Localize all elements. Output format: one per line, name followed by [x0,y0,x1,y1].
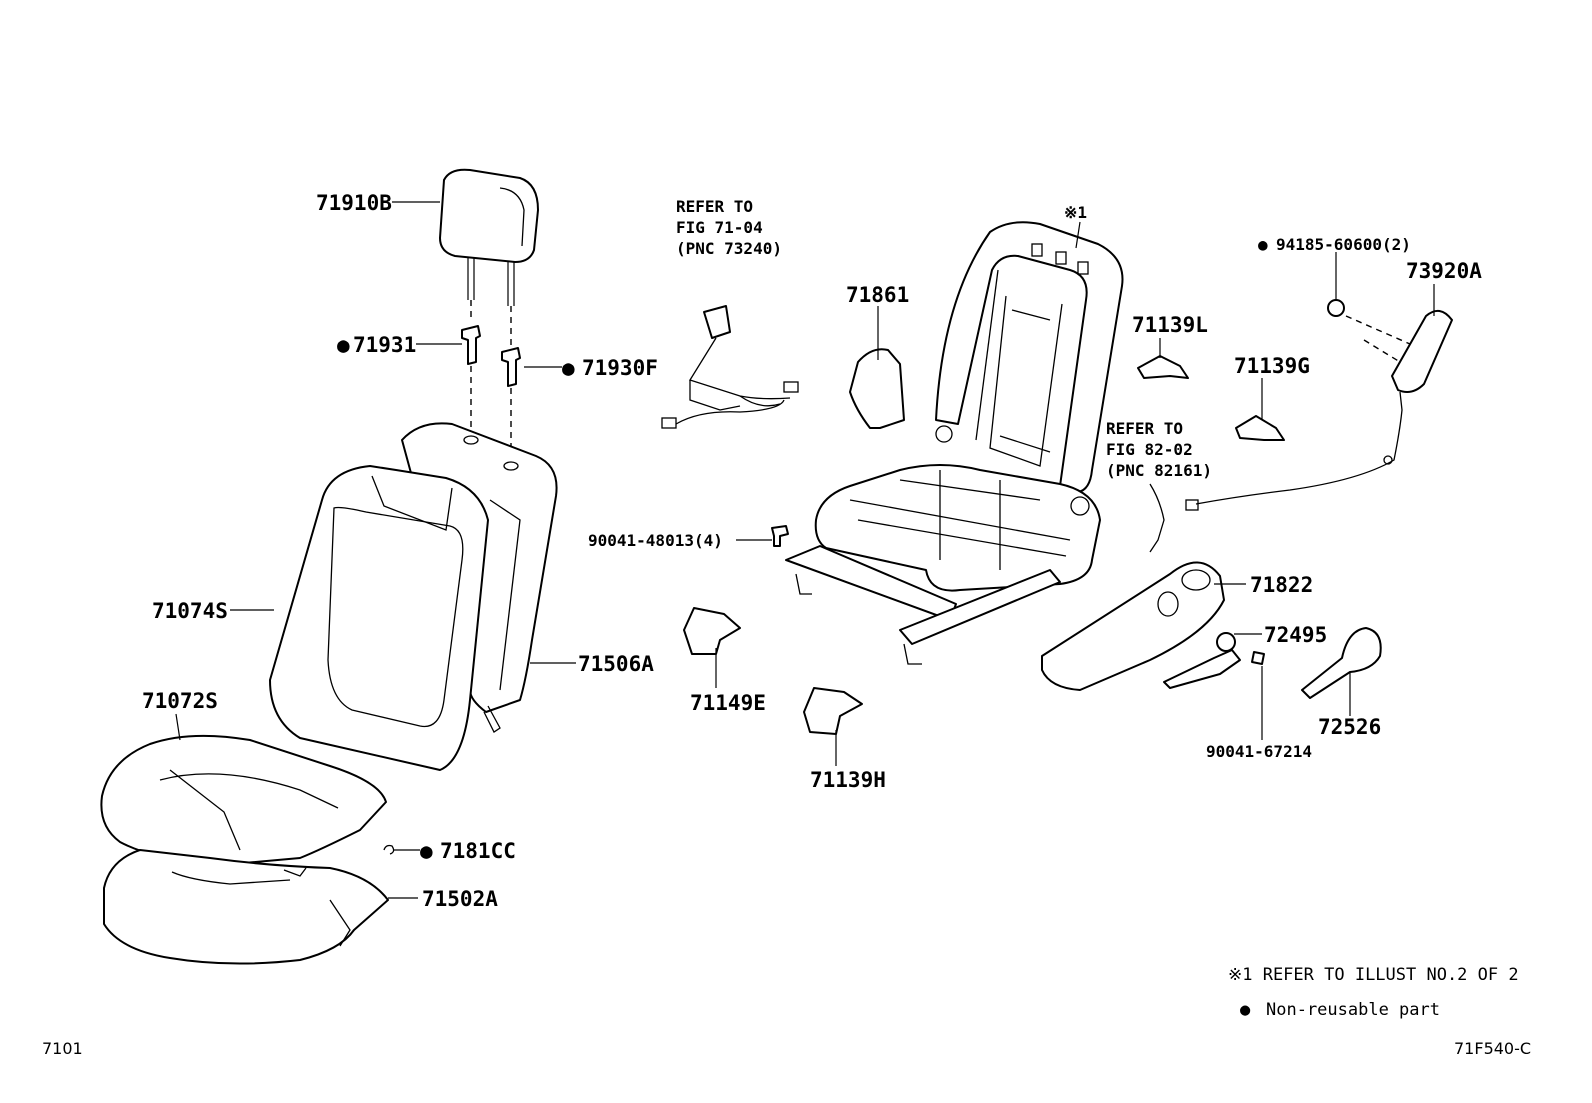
cover-71139h-drawing [803,687,863,735]
label-71072s: 71072S [142,689,218,713]
seatback-drawing [269,422,558,771]
refer-73240-line2: FIG 71-04 [676,218,763,237]
knob-72526-drawing [1301,627,1382,699]
cushion-pad-drawing [103,849,389,965]
refer-73240: REFER TO FIG 71-04 (PNC 73240) [676,197,782,258]
seat-frame-drawing [785,221,1124,665]
cover-71149e-drawing [683,607,741,655]
refer-73240-line3: (PNC 73240) [676,239,782,258]
legend: ※1 REFER TO ILLUST NO.2 OF 2 ● Non-reusa… [1228,965,1519,1020]
refer-82161-line2: FIG 82-02 [1106,440,1193,459]
label-7181cc: 7181CC [440,839,516,863]
label-90041-48013: 90041-48013(4) [588,531,723,550]
footer-left-code: 7101 [42,1039,83,1058]
label-90041-67214: 90041-67214 [1206,742,1312,761]
label-73920a: 73920A [1406,259,1482,283]
legend-note-1: ※1 REFER TO ILLUST NO.2 OF 2 [1228,965,1519,985]
label-72526: 72526 [1318,715,1381,739]
bolt-90041-48013-drawing [771,525,789,547]
bullet-71931: ● [337,333,350,357]
refer-73240-line1: REFER TO [676,197,753,216]
label-94185-60600: 94185-60600(2) [1276,235,1411,254]
belt-buckle-drawing [661,305,799,429]
leader-lines [175,201,1435,899]
clip-71139l-drawing [1137,355,1189,379]
label-frame-mark: ※1 [1064,203,1087,222]
nut-94185-drawing [1327,299,1345,317]
headrest-guide-drawing [461,325,521,387]
footer-right-code: 71F540-C [1454,1039,1531,1058]
label-71074s: 71074S [152,599,228,623]
label-71931: 71931 [353,333,416,357]
side-airbag-drawing [1185,299,1453,511]
label-72495: 72495 [1264,623,1327,647]
headrest-drawing [439,168,539,306]
bullet-7181cc: ● [420,839,433,863]
label-71139g: 71139G [1234,354,1310,378]
label-71502a: 71502A [422,887,498,911]
clip-71139g-drawing [1235,415,1285,441]
lever-72495-drawing [1163,632,1265,689]
refer-82161: REFER TO FIG 82-02 (PNC 82161) [1106,419,1212,480]
label-71861: 71861 [846,283,909,307]
label-71139l: 71139L [1132,313,1208,337]
refer-82161-line3: (PNC 82161) [1106,461,1212,480]
refer-82161-line1: REFER TO [1106,419,1183,438]
label-71139h: 71139H [810,768,886,792]
clip-drawing [383,844,395,855]
legend-bullet: ● [1240,1000,1251,1020]
label-71910b: 71910B [316,191,392,215]
label-71822: 71822 [1250,573,1313,597]
cushion-cover-drawing [100,734,387,867]
label-71930f: 71930F [582,356,658,380]
part-labels: 71910B ● 71931 ● 71930F 71074S 71506A 71… [142,191,1482,911]
bullet-71930f: ● [562,356,575,380]
label-71149e: 71149E [690,691,766,715]
wire-82161-drawing [1149,483,1165,553]
label-71506a: 71506A [578,652,654,676]
back-cover-71861-drawing [849,348,905,429]
bullet-94185: ● [1258,235,1268,254]
seat-shield-71822-drawing [1041,561,1225,691]
legend-note-2: Non-reusable part [1266,1000,1440,1020]
